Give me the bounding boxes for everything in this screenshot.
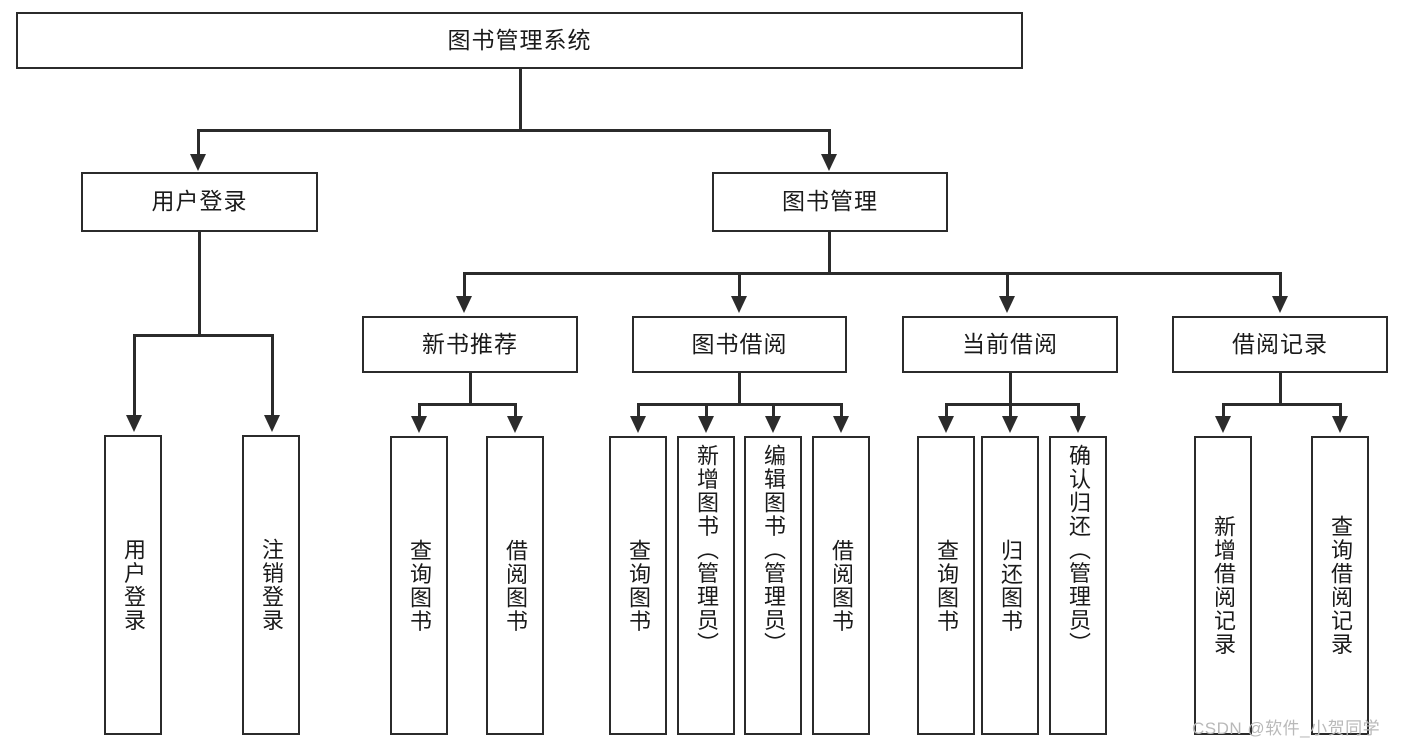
arrow-root-to-book-mgmt — [821, 154, 837, 171]
edge-borrow-record-bus — [1222, 403, 1341, 406]
edge-new-book-bus — [418, 403, 516, 406]
edge-user-login-branch-1 — [133, 334, 136, 418]
leaf-user-login-logout[interactable]: 注销登录 — [242, 435, 300, 735]
edge-current-borrow-bus — [945, 403, 1079, 406]
arrow-book-mgmt-branch-2 — [731, 296, 747, 313]
edge-root-to-book-mgmt — [828, 129, 831, 157]
edge-book-borrow-stem — [738, 373, 741, 405]
node-current-borrow[interactable]: 当前借阅 — [902, 316, 1118, 373]
edge-book-mgmt-bus — [463, 272, 1281, 275]
edge-current-borrow-branch-2 — [1009, 403, 1012, 418]
edge-book-borrow-branch-3 — [772, 403, 775, 418]
edge-new-book-branch-1 — [418, 403, 421, 418]
arrow-new-book-branch-1 — [411, 416, 427, 433]
leaf-book-borrow-edit-book-admin[interactable]: 编辑图书（管理员） — [744, 436, 802, 735]
edge-current-borrow-branch-1 — [945, 403, 948, 418]
leaf-new-book-borrow-books[interactable]: 借阅图书 — [486, 436, 544, 735]
edge-book-borrow-bus — [637, 403, 842, 406]
edge-book-borrow-branch-4 — [840, 403, 843, 418]
leaf-current-borrow-return-books[interactable]: 归还图书 — [981, 436, 1039, 735]
arrow-current-borrow-branch-2 — [1002, 416, 1018, 433]
edge-root-to-user-login — [197, 129, 200, 157]
csdn-watermark: CSDN @软件_小贺同学 — [1192, 719, 1381, 738]
arrow-current-borrow-branch-3 — [1070, 416, 1086, 433]
edge-root-stem — [519, 69, 522, 131]
leaf-book-borrow-query-books[interactable]: 查询图书 — [609, 436, 667, 735]
edge-root-bus — [197, 129, 831, 132]
arrow-user-login-branch-2 — [264, 415, 280, 432]
edge-new-book-stem — [469, 373, 472, 405]
node-borrow-record[interactable]: 借阅记录 — [1172, 316, 1388, 373]
arrow-book-borrow-branch-4 — [833, 416, 849, 433]
node-root-system[interactable]: 图书管理系统 — [16, 12, 1023, 69]
edge-borrow-record-branch-2 — [1339, 403, 1342, 418]
edge-borrow-record-stem — [1279, 373, 1282, 405]
leaf-current-borrow-query-books[interactable]: 查询图书 — [917, 436, 975, 735]
leaf-book-borrow-add-book-admin[interactable]: 新增图书（管理员） — [677, 436, 735, 735]
edge-borrow-record-branch-1 — [1222, 403, 1225, 418]
edge-book-borrow-branch-2 — [705, 403, 708, 418]
arrow-borrow-record-branch-1 — [1215, 416, 1231, 433]
leaf-borrow-record-add-record[interactable]: 新增借阅记录 — [1194, 436, 1252, 735]
edge-user-login-stem — [198, 232, 201, 336]
arrow-book-borrow-branch-1 — [630, 416, 646, 433]
arrow-user-login-branch-1 — [126, 415, 142, 432]
node-user-login[interactable]: 用户登录 — [81, 172, 318, 232]
leaf-user-login-login[interactable]: 用户登录 — [104, 435, 162, 735]
arrow-book-borrow-branch-3 — [765, 416, 781, 433]
edge-user-login-branch-2 — [271, 334, 274, 418]
arrow-root-to-user-login — [190, 154, 206, 171]
edge-current-borrow-branch-3 — [1077, 403, 1080, 418]
leaf-book-borrow-borrow-books[interactable]: 借阅图书 — [812, 436, 870, 735]
edge-book-mgmt-branch-3 — [1006, 272, 1009, 298]
node-book-borrow[interactable]: 图书借阅 — [632, 316, 847, 373]
edge-book-mgmt-branch-4 — [1279, 272, 1282, 298]
leaf-new-book-query-books[interactable]: 查询图书 — [390, 436, 448, 735]
arrow-new-book-branch-2 — [507, 416, 523, 433]
edge-book-mgmt-branch-1 — [463, 272, 466, 298]
leaf-borrow-record-query-record[interactable]: 查询借阅记录 — [1311, 436, 1369, 735]
arrow-book-mgmt-branch-4 — [1272, 296, 1288, 313]
edge-user-login-bus — [133, 334, 273, 337]
arrow-book-borrow-branch-2 — [698, 416, 714, 433]
edge-current-borrow-stem — [1009, 373, 1012, 405]
edge-new-book-branch-2 — [514, 403, 517, 418]
edge-book-mgmt-branch-2 — [738, 272, 741, 298]
arrow-book-mgmt-branch-3 — [999, 296, 1015, 313]
edge-book-borrow-branch-1 — [637, 403, 640, 418]
arrow-borrow-record-branch-2 — [1332, 416, 1348, 433]
arrow-current-borrow-branch-1 — [938, 416, 954, 433]
node-book-management[interactable]: 图书管理 — [712, 172, 948, 232]
leaf-current-borrow-confirm-return-admin[interactable]: 确认归还（管理员） — [1049, 436, 1107, 735]
edge-book-mgmt-stem — [828, 232, 831, 274]
node-new-book-recommend[interactable]: 新书推荐 — [362, 316, 578, 373]
arrow-book-mgmt-branch-1 — [456, 296, 472, 313]
